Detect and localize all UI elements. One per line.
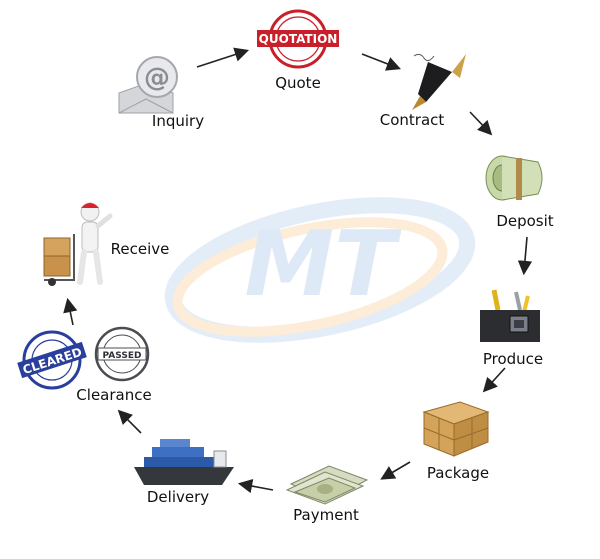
- worker-with-boxes-icon: [43, 202, 113, 286]
- quotation-stamp-icon: QUOTATION: [257, 9, 339, 69]
- step-label-produce: Produce: [482, 350, 544, 368]
- step-label-deposit: Deposit: [496, 212, 554, 230]
- email-at-icon: @: [118, 56, 178, 114]
- arrow-deposit-produce: [517, 236, 533, 276]
- passed-stamp-text: PASSED: [103, 351, 142, 361]
- step-label-delivery: Delivery: [146, 488, 210, 506]
- cleared-stamp-text: CLEARED: [21, 345, 84, 377]
- step-label-inquiry: Inquiry: [151, 112, 205, 130]
- watermark-text: MT: [245, 212, 403, 317]
- arrow-contract-deposit: [469, 111, 493, 136]
- customs-stamps-icon: PASSED CLEARED: [17, 326, 150, 390]
- quotation-stamp-text: QUOTATION: [259, 32, 338, 46]
- toolbox-icon: [480, 289, 540, 342]
- money-roll-icon: [485, 155, 543, 201]
- arrow-produce-package: [482, 367, 506, 393]
- arrow-inquiry-quote: [196, 47, 250, 68]
- arrow-clearance-receive: [63, 297, 78, 326]
- arrow-payment-delivery: [237, 478, 274, 494]
- step-label-contract: Contract: [379, 111, 445, 129]
- step-label-clearance: Clearance: [76, 386, 152, 404]
- fountain-pen-icon: [412, 53, 466, 110]
- step-label-quote: Quote: [275, 74, 321, 92]
- cargo-ship-icon: [134, 439, 234, 485]
- cash-stack-icon: [285, 465, 369, 505]
- step-label-package: Package: [426, 464, 490, 482]
- step-label-receive: Receive: [110, 240, 170, 258]
- wooden-crate-icon: [422, 401, 490, 457]
- arrow-package-payment: [380, 461, 411, 480]
- watermark-logo: MT: [164, 197, 476, 343]
- arrow-quote-contract: [361, 53, 401, 71]
- svg-text:@: @: [144, 63, 170, 93]
- step-label-payment: Payment: [293, 506, 359, 524]
- arrow-delivery-clearance: [117, 409, 142, 434]
